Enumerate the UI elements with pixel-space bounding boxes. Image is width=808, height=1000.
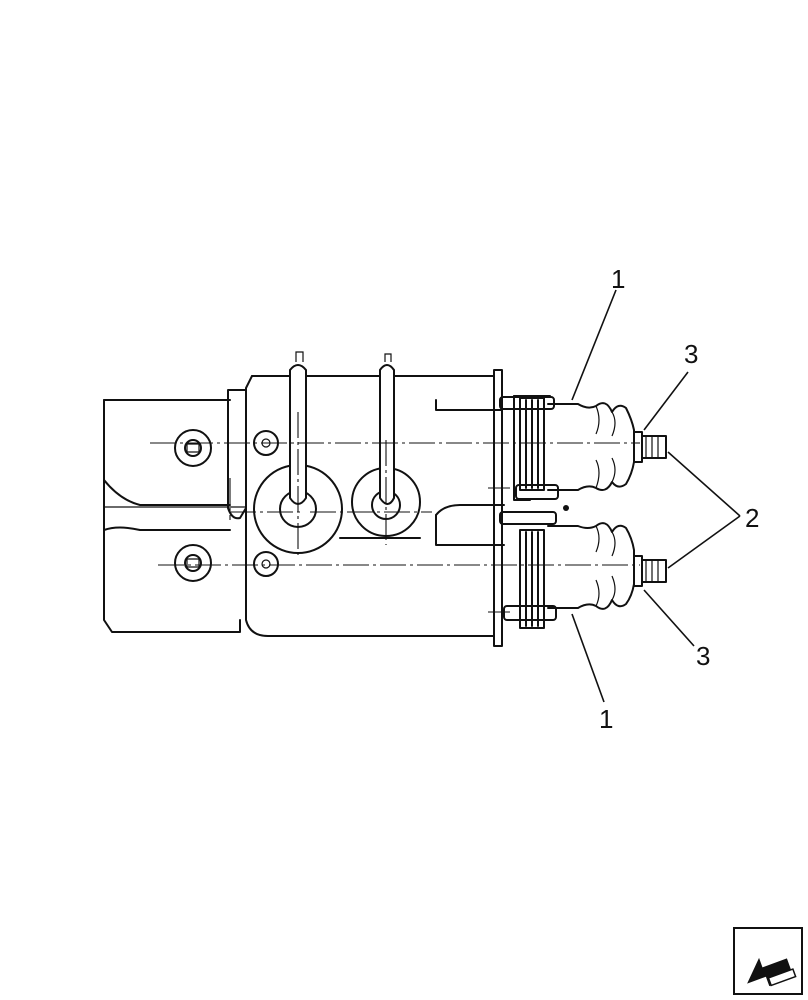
pin-hole-lower xyxy=(253,551,279,577)
terminal-stud-lower xyxy=(633,555,667,587)
callout-3-upper: 3 xyxy=(684,339,698,369)
rubber-boot-lower xyxy=(547,522,635,610)
rubber-boot-upper xyxy=(547,402,635,491)
callout-3-lower: 3 xyxy=(696,641,710,671)
callout-2: 2 xyxy=(745,503,759,533)
plunger-housing-lower xyxy=(435,504,569,629)
callout-1-upper: 1 xyxy=(611,264,625,294)
leader-lines xyxy=(571,289,741,703)
center-lines xyxy=(150,412,640,613)
callout-1-lower: 1 xyxy=(599,704,613,734)
plunger-housing-upper xyxy=(435,395,559,501)
previous-page-arrow-icon[interactable] xyxy=(733,927,803,995)
terminal-stud-upper xyxy=(633,431,667,463)
mounting-bolt-upper xyxy=(174,429,212,467)
mounting-bolt-lower xyxy=(174,544,212,582)
